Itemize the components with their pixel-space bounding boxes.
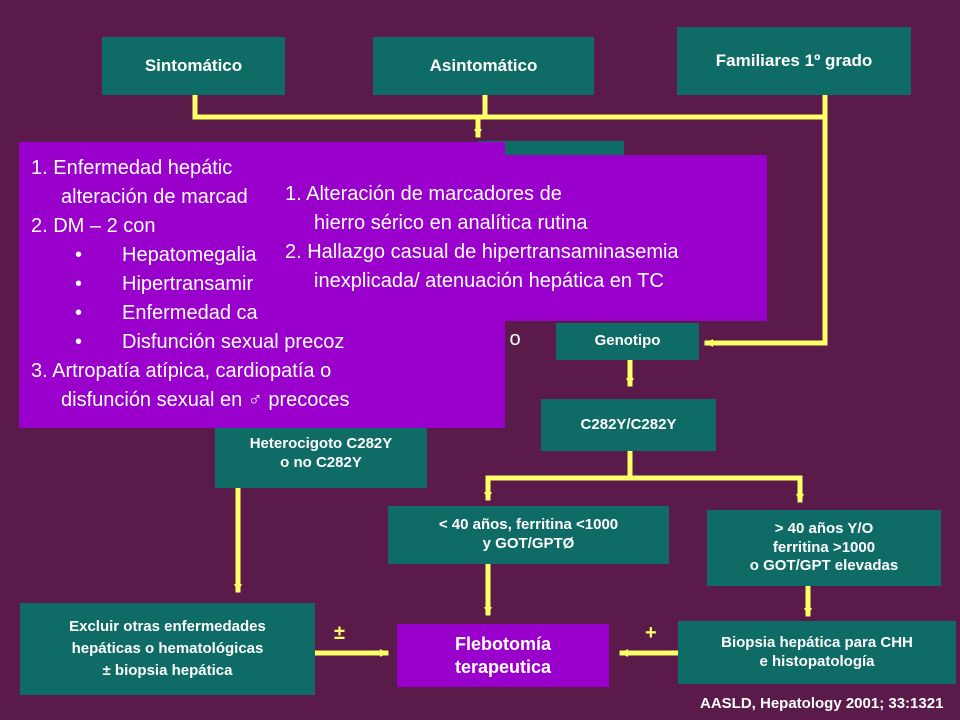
node-heterocigoto-line-2: o no C282Y xyxy=(280,454,362,471)
asint-line-1: 1. Alteración de marcadores de xyxy=(285,183,562,205)
criteria-line-8: 3. Artropatía atípica, cardiopatía o xyxy=(31,360,332,382)
node-excluir-line-1: Excluir otras enfermedades xyxy=(69,618,266,636)
criteria-line-9: disfunción sexual en ♂ precoces xyxy=(61,389,350,411)
node-asintomatico: Asintomático xyxy=(373,37,594,95)
bullet-icon: • xyxy=(75,302,83,324)
node-menor40-line-2: y GOT/GPTØ xyxy=(482,535,575,552)
node-flebotomia-line-2: terapeutica xyxy=(454,656,552,677)
node-familiares-label: Familiares 1º grado xyxy=(715,51,873,71)
hidden-box-fragment-text: o xyxy=(509,327,521,350)
node-excluir-line-2: hepáticas o hematológicas xyxy=(71,640,264,658)
criteria-line-2: alteración de marcad xyxy=(61,186,248,208)
node-heterocigoto: Heterocigoto C282Y o no C282Y xyxy=(215,420,427,488)
node-excluir-line-3: ± biopsia hepática xyxy=(102,661,233,679)
node-homocigoto: C282Y/C282Y xyxy=(541,399,716,451)
node-biopsia: Biopsia hepática para CHH e histopatolog… xyxy=(678,621,956,684)
node-excluir: Excluir otras enfermedades hepáticas o h… xyxy=(20,603,315,695)
popup-asintomatico-criteria: 1. Alteración de marcadores de hierro sé… xyxy=(272,155,767,321)
node-mayor40-line-2: ferritina >1000 xyxy=(772,538,876,556)
asint-line-4: inexplicada/ atenuación hepática en TC xyxy=(314,270,664,292)
node-familiares: Familiares 1º grado xyxy=(677,27,911,95)
node-sintomatico-label: Sintomático xyxy=(144,56,243,76)
node-asintomatico-label: Asintomático xyxy=(429,56,538,76)
connector-familiares-down xyxy=(704,114,828,347)
criteria-line-3: 2. DM – 2 con xyxy=(31,215,156,237)
node-flebotomia: Flebotomía terapeutica xyxy=(397,624,609,687)
asint-line-2: hierro sérico en analítica rutina xyxy=(314,212,588,234)
node-mayor40-line-3: o GOT/GPT elevadas xyxy=(749,557,899,575)
node-homocigoto-label: C282Y/C282Y xyxy=(580,415,677,433)
sign-plus: + xyxy=(645,622,657,644)
criteria-line-6: Enfermedad ca xyxy=(122,302,258,324)
node-menor40-line-1: < 40 años, ferritina <1000 xyxy=(438,516,619,534)
node-genotipo-label: Genotipo xyxy=(594,332,661,350)
node-menor40: < 40 años, ferritina <1000 y GOT/GPTØ xyxy=(388,506,669,564)
node-biopsia-line-1: Biopsia hepática para CHH xyxy=(721,633,913,651)
criteria-line-4: Hepatomegalia xyxy=(122,244,257,266)
node-mayor40: > 40 años Y/O ferritina >1000 o GOT/GPT … xyxy=(707,510,941,586)
asint-line-3: 2. Hallazgo casual de hipertransaminasem… xyxy=(285,241,679,263)
bullet-icon: • xyxy=(75,273,83,295)
criteria-line-5: Hipertransamir xyxy=(122,273,254,295)
citation: AASLD, Hepatology 2001; 33:1321 xyxy=(700,695,944,712)
node-biopsia-line-2: e histopatología xyxy=(759,652,875,670)
sign-plus-minus: ± xyxy=(334,622,345,644)
node-heterocigoto-line-1: Heterocigoto C282Y xyxy=(249,435,393,453)
criteria-line-1: 1. Enfermedad hepátic xyxy=(31,157,233,179)
node-mayor40-line-1: > 40 años Y/O xyxy=(774,519,874,537)
bullet-icon: • xyxy=(75,244,83,266)
hidden-box-fragment: o xyxy=(500,325,530,353)
node-sintomatico: Sintomático xyxy=(102,37,285,95)
node-genotipo: Genotipo xyxy=(556,323,699,360)
node-flebotomia-line-1: Flebotomía xyxy=(454,634,551,654)
criteria-line-7: Disfunción sexual precoz xyxy=(122,331,345,353)
bullet-icon: • xyxy=(75,331,83,353)
